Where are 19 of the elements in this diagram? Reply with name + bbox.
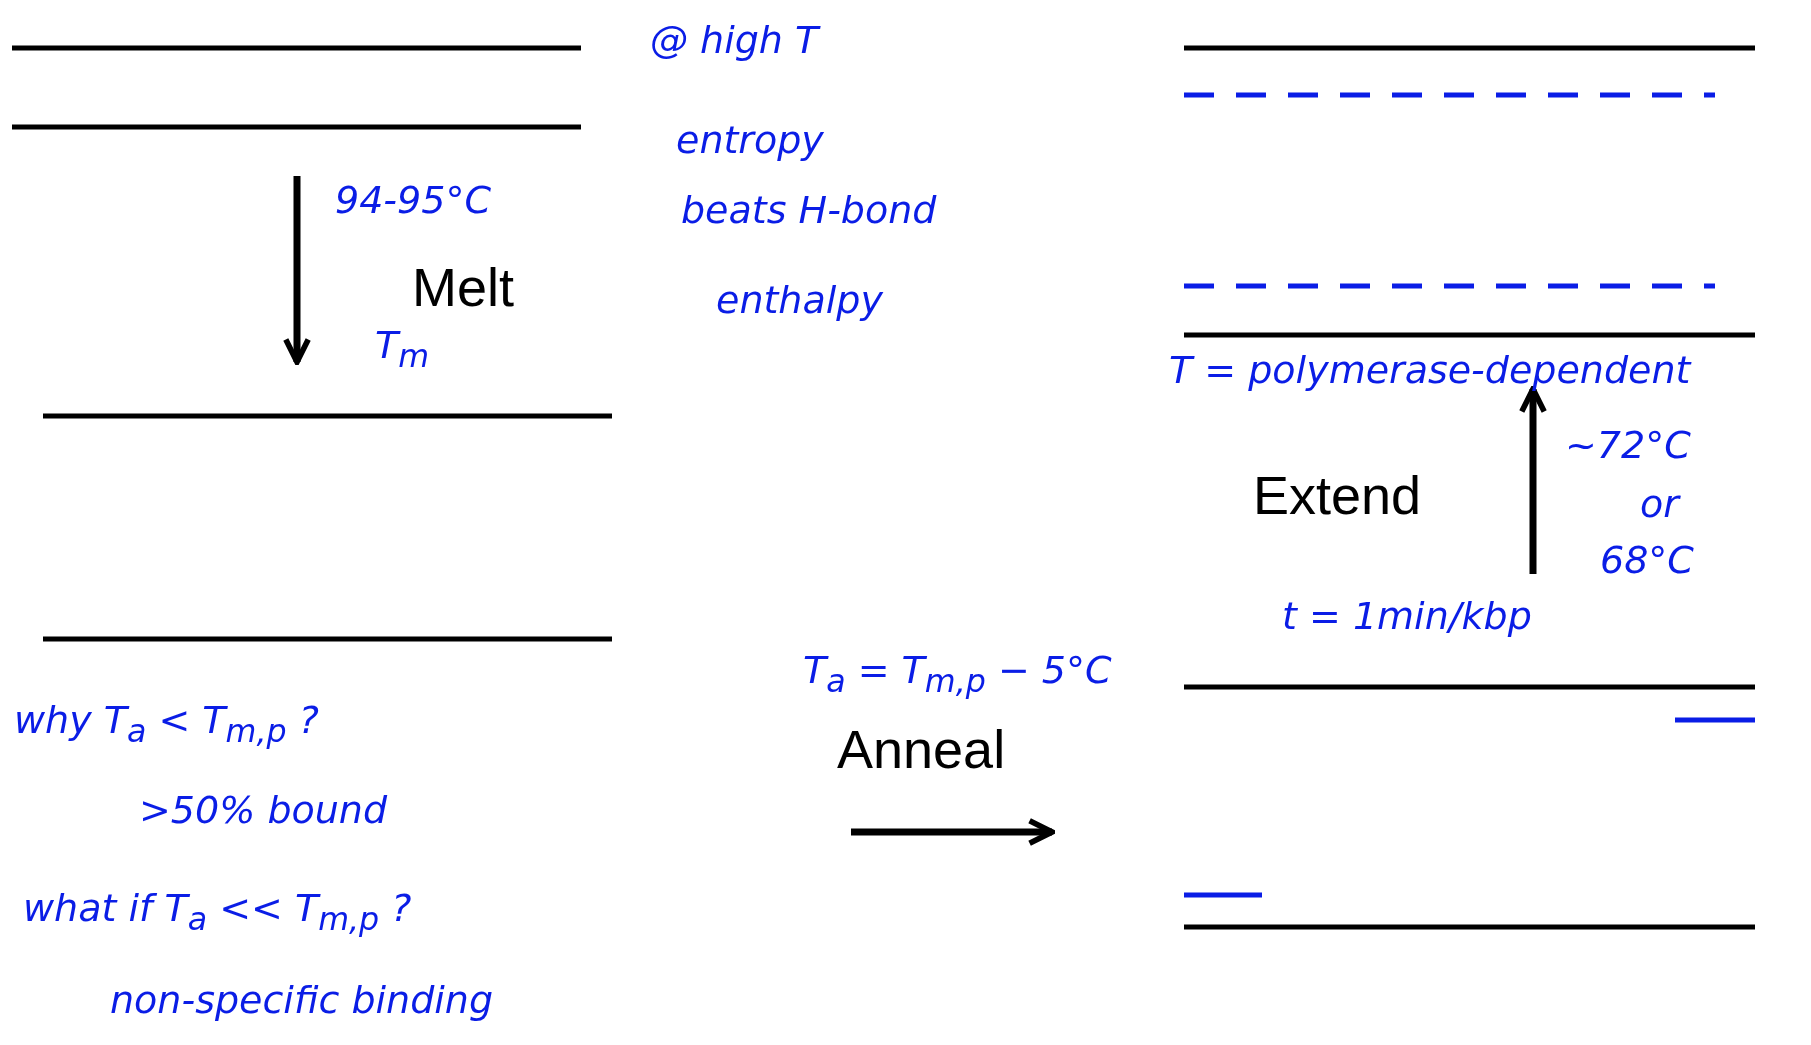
handwritten-note: or [1640, 484, 1679, 526]
handwritten-note: why T$_{a}$ < T$_{m,p}$ ? [14, 700, 319, 749]
handwritten-note: enthalpy [716, 280, 883, 322]
handwritten-note: >50% bound [139, 790, 388, 832]
handwritten-note: what if T$_{a}$ << T$_{m,p}$ ? [23, 888, 412, 937]
handwritten-note: T$_{m}$ [375, 325, 430, 374]
handwritten-note: T = polymerase-dependent [1169, 350, 1691, 392]
step-label: Extend [1253, 466, 1422, 526]
handwritten-note: 94-95°C [335, 180, 491, 222]
handwritten-note: non-specific binding [110, 980, 494, 1022]
handwritten-note: 68°C [1600, 540, 1694, 582]
handwritten-note: T$_{a}$ = T$_{m,p}$ − 5°C [803, 650, 1112, 699]
handwritten-note: entropy [676, 120, 824, 162]
handwritten-note: beats H-bond [681, 190, 937, 232]
step-label: Anneal [837, 720, 1006, 780]
handwritten-note: ~72°C [1565, 425, 1691, 467]
handwritten-note: t = 1min/kbp [1282, 596, 1532, 638]
step-label: Melt [412, 258, 514, 318]
handwritten-note: @ high T [650, 20, 819, 62]
